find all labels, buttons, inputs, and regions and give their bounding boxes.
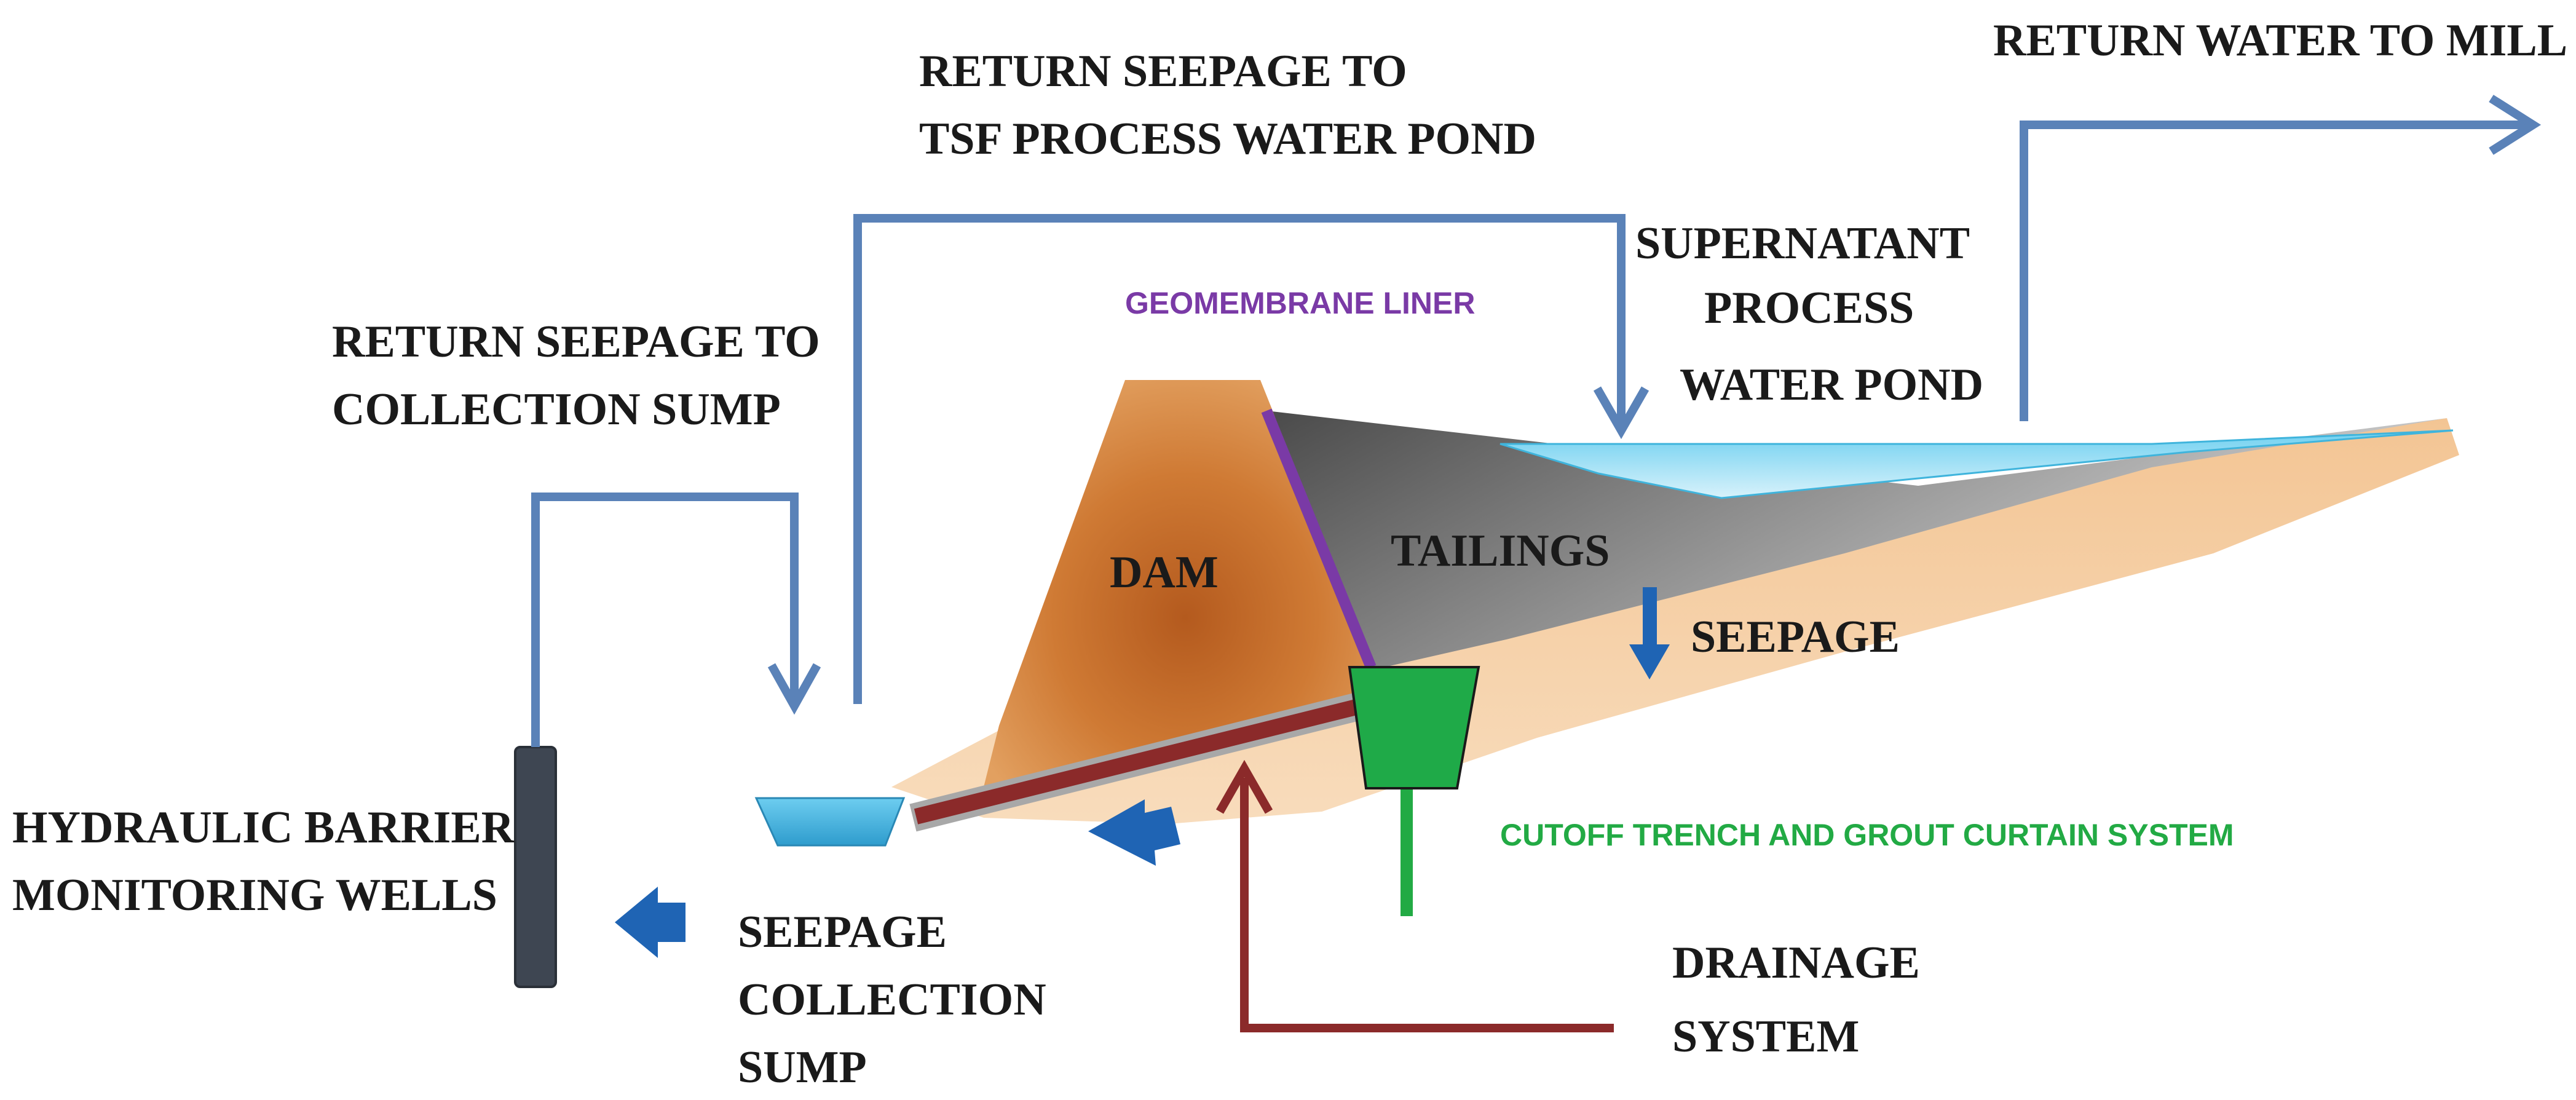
- label-tailings: TAILINGS: [1391, 526, 1610, 576]
- drainage-arrowhead: [1215, 759, 1273, 814]
- label-return-seepage-tsf-2: TSF PROCESS WATER POND: [919, 114, 1536, 164]
- label-return-water-to-mill: RETURN WATER TO MILL: [1993, 15, 2567, 66]
- drainage-pipe: [914, 697, 1369, 825]
- monitoring-well: [514, 746, 557, 988]
- label-dam: DAM: [1110, 547, 1219, 598]
- dam-embankment: [978, 380, 1377, 812]
- drainage-system-line: [1240, 778, 1614, 1032]
- label-return-seepage-sump-1: RETURN SEEPAGE TO: [332, 317, 820, 367]
- cutoff-trench: [1348, 666, 1480, 789]
- flow-line-sump-to-pond: [853, 214, 1626, 704]
- flow-arrowhead-pond: [1593, 386, 1650, 440]
- label-hydraulic-barrier-2: MONITORING WELLS: [12, 870, 497, 920]
- flow-arrowhead-sump: [767, 663, 821, 715]
- seepage-down-arrow: [1629, 587, 1670, 679]
- flow-arrowhead-mill: [2489, 95, 2542, 155]
- label-supernatant-2: PROCESS: [1704, 283, 1914, 333]
- label-return-seepage-sump-2: COLLECTION SUMP: [332, 384, 781, 435]
- seepage-flow-arrow-2: [615, 887, 685, 958]
- supernatant-water-pond: [1499, 429, 2454, 499]
- label-seepage-collection-3: SUMP: [738, 1042, 867, 1093]
- seepage-collection-sump: [754, 797, 906, 847]
- flow-line-well-to-sump: [531, 493, 799, 747]
- tailings-body: [1266, 411, 2447, 670]
- label-seepage: SEEPAGE: [1691, 612, 1900, 662]
- label-cutoff-trench: CUTOFF TRENCH AND GROUT CURTAIN SYSTEM: [1500, 818, 2234, 852]
- label-return-seepage-tsf-1: RETURN SEEPAGE TO: [919, 46, 1407, 97]
- label-supernatant-3: WATER POND: [1680, 360, 1983, 410]
- flow-line-pond-to-mill: [2020, 121, 2526, 421]
- label-seepage-collection-1: SEEPAGE: [738, 907, 947, 957]
- label-drainage-2: SYSTEM: [1672, 1011, 1859, 1062]
- geomembrane-liner: [1261, 408, 1377, 670]
- label-drainage-1: DRAINAGE: [1672, 938, 1920, 988]
- label-seepage-collection-2: COLLECTION: [738, 975, 1046, 1025]
- label-geomembrane-liner: GEOMEMBRANE LINER: [1125, 286, 1475, 320]
- label-hydraulic-barrier-1: HYDRAULIC BARRIER: [12, 802, 515, 853]
- label-supernatant-1: SUPERNATANT: [1635, 218, 1970, 269]
- seepage-flow-arrow-1: [1088, 799, 1180, 866]
